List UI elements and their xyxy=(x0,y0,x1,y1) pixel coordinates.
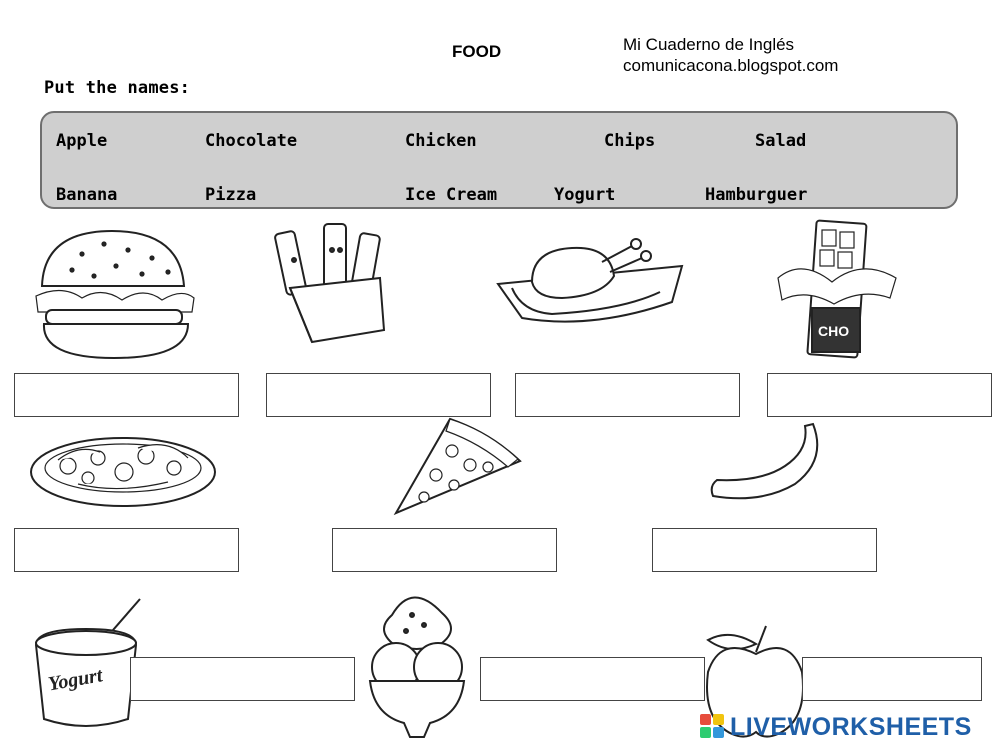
instruction: Put the names: xyxy=(44,78,191,98)
brand-name: LIVEWORKSHEETS xyxy=(730,712,972,741)
credit-line-1: Mi Cuaderno de Inglés xyxy=(623,35,795,54)
chicken-image xyxy=(496,238,684,323)
chips-image xyxy=(274,223,386,344)
liveworksheets-logo: LIVEWORKSHEETS xyxy=(700,712,972,742)
apple-image xyxy=(706,625,804,738)
answer-salad[interactable] xyxy=(14,528,239,572)
word-chicken: Chicken xyxy=(405,131,477,151)
word-apple: Apple xyxy=(56,131,108,151)
ice-cream-image xyxy=(368,596,466,738)
word-chips: Chips xyxy=(604,131,656,151)
word-chocolate: Chocolate xyxy=(205,131,298,151)
answer-pizza[interactable] xyxy=(332,528,557,572)
yogurt-image: Yogurt xyxy=(34,598,141,727)
liveworksheets-mark-icon xyxy=(700,714,726,740)
credit-line-2: comunicacona.blogspot.com xyxy=(623,56,839,75)
banana-image xyxy=(710,422,819,500)
page-title: FOOD xyxy=(452,42,502,61)
answer-chocolate[interactable] xyxy=(767,373,992,417)
word-bank: Apple Chocolate Chicken Chips Salad Bana… xyxy=(40,111,958,209)
word-banana: Banana xyxy=(56,185,118,205)
salad-image xyxy=(30,437,216,507)
credit: Mi Cuaderno de Inglés comunicacona.blogs… xyxy=(623,34,838,76)
answer-banana[interactable] xyxy=(652,528,877,572)
hamburger-image xyxy=(35,229,195,360)
answer-chicken[interactable] xyxy=(515,373,740,417)
word-hamburguer: Hamburguer xyxy=(705,185,808,205)
chocolate-wrapper-label: CHO xyxy=(818,323,849,339)
answer-yogurt[interactable] xyxy=(130,657,355,701)
answer-hamburger[interactable] xyxy=(14,373,239,417)
answer-chips[interactable] xyxy=(266,373,491,417)
chocolate-image: CHO xyxy=(777,219,897,359)
word-ice-cream: Ice Cream xyxy=(405,185,498,205)
word-salad: Salad xyxy=(755,131,807,151)
pizza-image xyxy=(393,417,522,516)
word-yogurt: Yogurt xyxy=(554,185,616,205)
answer-apple[interactable] xyxy=(802,657,982,701)
answer-ice-cream[interactable] xyxy=(480,657,705,701)
word-pizza: Pizza xyxy=(205,185,257,205)
